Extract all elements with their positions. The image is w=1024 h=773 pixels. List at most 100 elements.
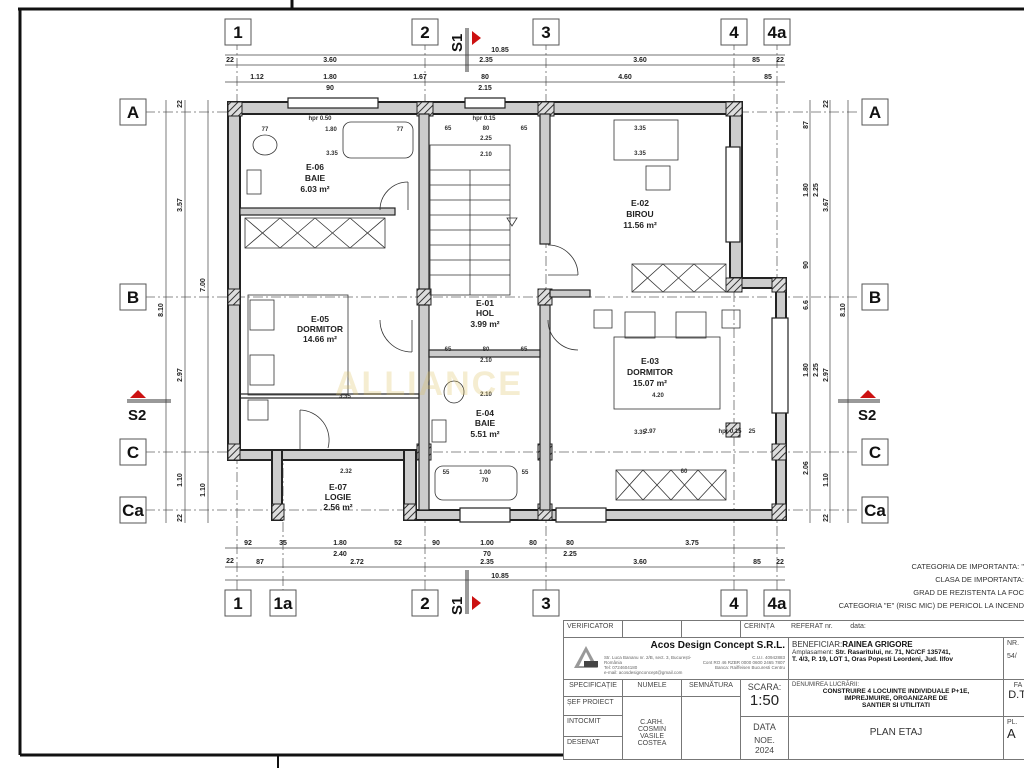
svg-text:85: 85 bbox=[752, 57, 760, 64]
date-value: NOE. 2024 bbox=[754, 735, 775, 755]
sheet-code: A bbox=[1007, 726, 1016, 741]
svg-text:3.35: 3.35 bbox=[326, 151, 338, 157]
semnatura-label: SEMNĂTURA bbox=[681, 679, 741, 697]
svg-text:3.35: 3.35 bbox=[339, 394, 351, 400]
axis-bubble-right-C: C bbox=[861, 438, 889, 466]
svg-text:4a: 4a bbox=[768, 594, 787, 613]
axis-bubble-top-2: 2 bbox=[411, 18, 439, 46]
svg-text:E-07: E-07 bbox=[329, 482, 347, 492]
svg-text:E-05: E-05 bbox=[311, 314, 329, 324]
svg-text:2: 2 bbox=[420, 23, 429, 42]
svg-text:1.80: 1.80 bbox=[333, 540, 347, 547]
firm-phone: Tel: 0724604180 bbox=[604, 665, 638, 670]
svg-text:E-02: E-02 bbox=[631, 198, 649, 208]
beneficiary-cell: BENEFICIAR:RAINEA GRIGORE Amplasament: S… bbox=[788, 637, 1004, 680]
axis-bubble-right-B: B bbox=[861, 283, 889, 311]
svg-text:1.80: 1.80 bbox=[803, 183, 810, 197]
svg-text:22: 22 bbox=[226, 57, 234, 64]
svg-text:2.25: 2.25 bbox=[480, 136, 492, 142]
svg-text:2.25: 2.25 bbox=[813, 183, 820, 197]
svg-text:35: 35 bbox=[279, 540, 287, 547]
axis-bubble-bottom-1: 1 bbox=[224, 589, 252, 617]
referat-cell: REFERAT nr. data: bbox=[788, 620, 1024, 638]
svg-text:E-03: E-03 bbox=[641, 356, 659, 366]
svg-text:65: 65 bbox=[445, 347, 452, 353]
phase-cell: FAD.T. bbox=[1003, 679, 1024, 717]
svg-text:14.66 m²: 14.66 m² bbox=[303, 334, 337, 344]
phase-value: D.T. bbox=[1008, 689, 1024, 701]
svg-text:1: 1 bbox=[233, 594, 242, 613]
svg-text:80: 80 bbox=[483, 126, 490, 132]
svg-text:65: 65 bbox=[445, 126, 452, 132]
axis-bubble-bottom-1a: 1a bbox=[269, 589, 297, 617]
firm-cui: C.U.I. 40942883 bbox=[752, 655, 785, 660]
svg-text:70: 70 bbox=[482, 478, 489, 484]
axis-bubble-top-3: 3 bbox=[532, 18, 560, 46]
svg-text:A: A bbox=[127, 103, 139, 122]
axis-bubble-bottom-3: 3 bbox=[532, 589, 560, 617]
svg-text:77: 77 bbox=[262, 127, 269, 133]
svg-text:2.97: 2.97 bbox=[177, 368, 184, 382]
work-cell: DENUMIREA LUCRĂRII: CONSTRUIRE 4 LOCUINT… bbox=[788, 679, 1004, 717]
firm-logo-icon bbox=[574, 646, 598, 668]
svg-text:4: 4 bbox=[729, 594, 739, 613]
axis-bubble-right-A: A bbox=[861, 98, 889, 126]
svg-text:1.10: 1.10 bbox=[823, 473, 830, 487]
specificatie-label: SPECIFICAȚIE bbox=[563, 679, 623, 697]
svg-text:4.60: 4.60 bbox=[618, 74, 632, 81]
title-block: VERIFICATOR CERINȚA REFERAT nr. data: Ac… bbox=[563, 620, 1024, 760]
svg-text:2.35: 2.35 bbox=[480, 559, 494, 566]
date-label: DATA bbox=[753, 722, 776, 732]
section-marker-s2-right: S2 bbox=[838, 390, 880, 424]
svg-text:87: 87 bbox=[803, 121, 810, 129]
work-line-1: CONSTRUIRE 4 LOCUINTE INDIVIDUALE P+1E, bbox=[822, 688, 970, 695]
svg-text:2.97: 2.97 bbox=[823, 368, 830, 382]
firm-account: Cont RO 46 RZBR 0000 0600 2465 7807 bbox=[702, 660, 785, 665]
interior-dimension-labels: 77 1.80 77 3.35 hpr 0.50 65 80 65 2.25 2… bbox=[262, 116, 756, 484]
firm-registration: C.U.I. 40942883 Cont RO 46 RZBR 0000 060… bbox=[695, 655, 785, 670]
watermark-center: ALLIANCE bbox=[335, 365, 523, 403]
scale-label: SCARA: bbox=[747, 682, 782, 692]
doors bbox=[299, 181, 579, 450]
scale-cell: SCARA:1:50 bbox=[740, 679, 789, 717]
svg-text:90: 90 bbox=[803, 261, 810, 269]
signature-cell bbox=[681, 696, 741, 760]
axis-bubble-bottom-4a: 4a bbox=[763, 589, 791, 617]
svg-text:11.56 m²: 11.56 m² bbox=[623, 220, 657, 230]
svg-text:22: 22 bbox=[823, 100, 830, 108]
svg-text:1.80: 1.80 bbox=[323, 74, 337, 81]
verificator-label: VERIFICATOR bbox=[563, 620, 623, 638]
project-lead-label: ȘEF PROIECT bbox=[563, 696, 623, 716]
svg-text:BAIE: BAIE bbox=[475, 418, 496, 428]
svg-text:10.85: 10.85 bbox=[491, 47, 509, 54]
nr-label: NR. bbox=[1007, 640, 1020, 647]
section-markers: S1 S1 S2 S2 bbox=[127, 28, 880, 615]
svg-text:Ca: Ca bbox=[864, 501, 886, 520]
svg-text:8.10: 8.10 bbox=[840, 303, 847, 317]
svg-text:87: 87 bbox=[256, 559, 264, 566]
svg-text:DORMITOR: DORMITOR bbox=[297, 324, 343, 334]
svg-text:15.07 m²: 15.07 m² bbox=[633, 378, 667, 388]
svg-text:4a: 4a bbox=[768, 23, 787, 42]
svg-text:3.35: 3.35 bbox=[634, 126, 646, 132]
names-line-1: C.ARH. COSMIN bbox=[638, 719, 666, 733]
svg-text:5.51 m²: 5.51 m² bbox=[470, 429, 499, 439]
svg-text:1: 1 bbox=[233, 23, 242, 42]
axis-bubble-left-C: C bbox=[119, 438, 147, 466]
svg-text:2.40: 2.40 bbox=[333, 551, 347, 558]
svg-text:1.67: 1.67 bbox=[413, 74, 427, 81]
svg-text:3.57: 3.57 bbox=[177, 198, 184, 212]
axis-bubble-left-A: A bbox=[119, 98, 147, 126]
windows bbox=[287, 97, 789, 523]
svg-text:2.25: 2.25 bbox=[813, 363, 820, 377]
phase-label: FA bbox=[1013, 682, 1023, 689]
svg-text:1.10: 1.10 bbox=[200, 483, 207, 497]
svg-text:3.60: 3.60 bbox=[323, 57, 337, 64]
drawn-by-label: DESENAT bbox=[563, 736, 623, 760]
svg-text:22: 22 bbox=[823, 514, 830, 522]
location-label: Amplasament: bbox=[792, 649, 834, 656]
